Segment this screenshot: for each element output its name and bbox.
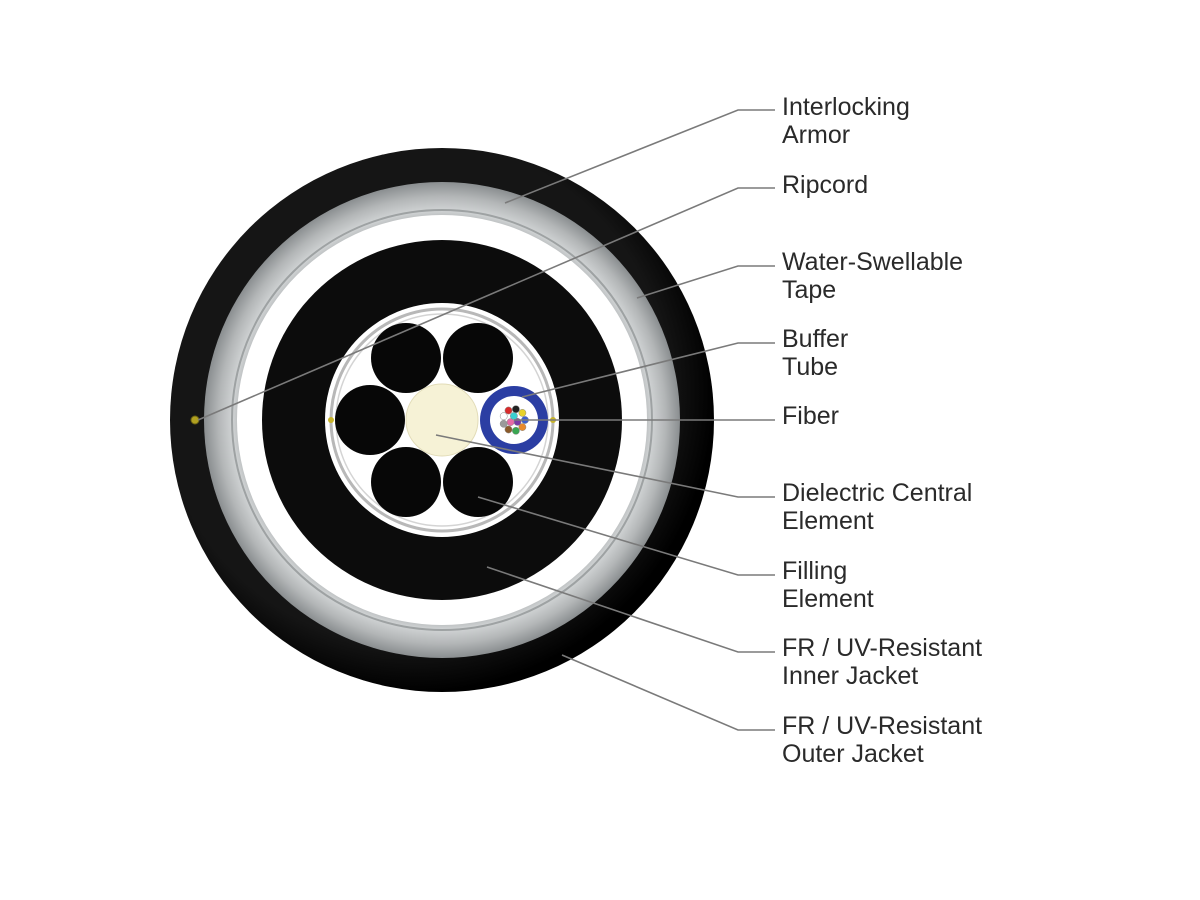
fiber-strand — [512, 405, 520, 414]
leader-line-filling-element — [477, 496, 775, 576]
label-filling-element: Filling Element — [782, 557, 874, 613]
fiber-strand — [512, 426, 520, 435]
dielectric-central-element — [405, 383, 479, 457]
ripcord-core-left — [328, 417, 334, 423]
leader-line-water-swellable-tape — [636, 265, 775, 299]
fiber-strand — [518, 423, 527, 431]
label-water-swellable-tape: Water-Swellable Tape — [782, 248, 964, 304]
leader-line-inner-jacket — [486, 566, 775, 653]
fiber-strand — [504, 425, 513, 434]
label-interlocking-armor: Interlocking Armor — [782, 93, 910, 149]
filling-element-5 — [443, 447, 513, 517]
label-ripcord: Ripcord — [782, 171, 869, 199]
fiber-bundle — [499, 405, 529, 435]
leader-line-dielectric-central-element — [435, 434, 775, 498]
label-outer-jacket: FR / UV-Resistant Outer Jacket — [782, 712, 983, 768]
ripcord-outer — [190, 415, 200, 425]
filling-element-3 — [335, 385, 405, 455]
filling-element-2 — [443, 323, 513, 393]
label-dielectric-central-element: Dielectric Central Element — [782, 479, 973, 535]
leader-line-outer-jacket — [561, 654, 775, 731]
label-fiber: Fiber — [782, 402, 839, 430]
fiber-strand — [510, 412, 518, 420]
leader-line-ripcord — [197, 187, 775, 421]
leader-line-interlocking-armor — [504, 109, 775, 204]
fiber-strand — [518, 409, 527, 417]
label-inner-jacket: FR / UV-Resistant Inner Jacket — [782, 634, 983, 690]
fiber-strand — [499, 419, 508, 428]
leader-line-buffer-tube — [521, 342, 775, 398]
filling-element-1 — [371, 323, 441, 393]
fiber-strand — [499, 412, 508, 421]
label-buffer-tube: Buffer Tube — [782, 325, 849, 381]
fiber-strand — [506, 418, 515, 426]
fiber-strand — [504, 406, 513, 415]
filling-element-4 — [371, 447, 441, 517]
